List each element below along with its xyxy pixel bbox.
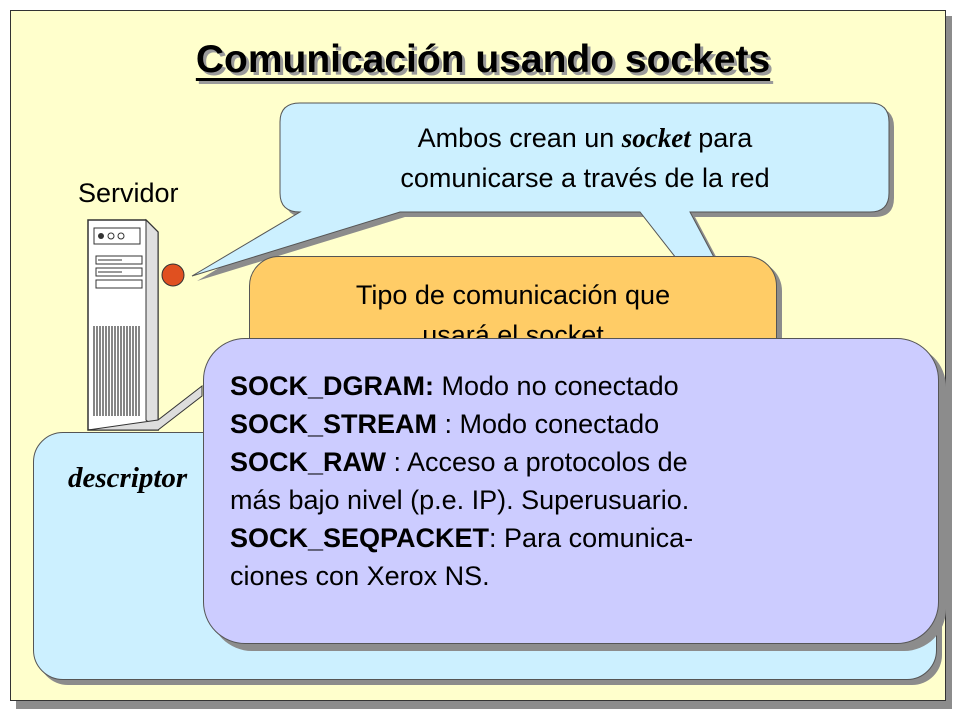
socket-types-callout: SOCK_DGRAM: Modo no conectado SOCK_STREA… bbox=[203, 338, 939, 644]
list-item: más bajo nivel (p.e. IP). Superusuario. bbox=[230, 485, 690, 515]
speech-line2: comunicarse a través de la red bbox=[400, 163, 770, 193]
list-item: SOCK_STREAM : Modo conectado bbox=[230, 409, 660, 439]
speech-emph: socket bbox=[621, 123, 691, 153]
list-item: SOCK_RAW : Acceso a protocolos de bbox=[230, 447, 688, 477]
speech-text: Ambos crean un socket para comunicarse a… bbox=[282, 118, 888, 198]
speech-before: Ambos crean un bbox=[417, 123, 622, 153]
title-shadow: Comunicación usando sockets bbox=[198, 41, 774, 84]
socket-types-list: SOCK_DGRAM: Modo no conectado SOCK_STREA… bbox=[230, 367, 693, 595]
slide-title: Comunicación usando sockets bbox=[195, 38, 771, 81]
socket-type-line1: Tipo de comunicación que bbox=[355, 280, 671, 310]
speech-after: para bbox=[690, 123, 753, 153]
connection-indicator-icon bbox=[161, 263, 185, 287]
server-label: Servidor bbox=[78, 178, 179, 208]
server-tower-icon bbox=[87, 218, 203, 432]
list-item: ciones con Xerox NS. bbox=[230, 561, 490, 591]
list-item: SOCK_DGRAM: Modo no conectado bbox=[230, 371, 679, 401]
list-item: SOCK_SEQPACKET: Para comunica- bbox=[230, 523, 694, 553]
descriptor-label: descriptor bbox=[68, 462, 188, 494]
